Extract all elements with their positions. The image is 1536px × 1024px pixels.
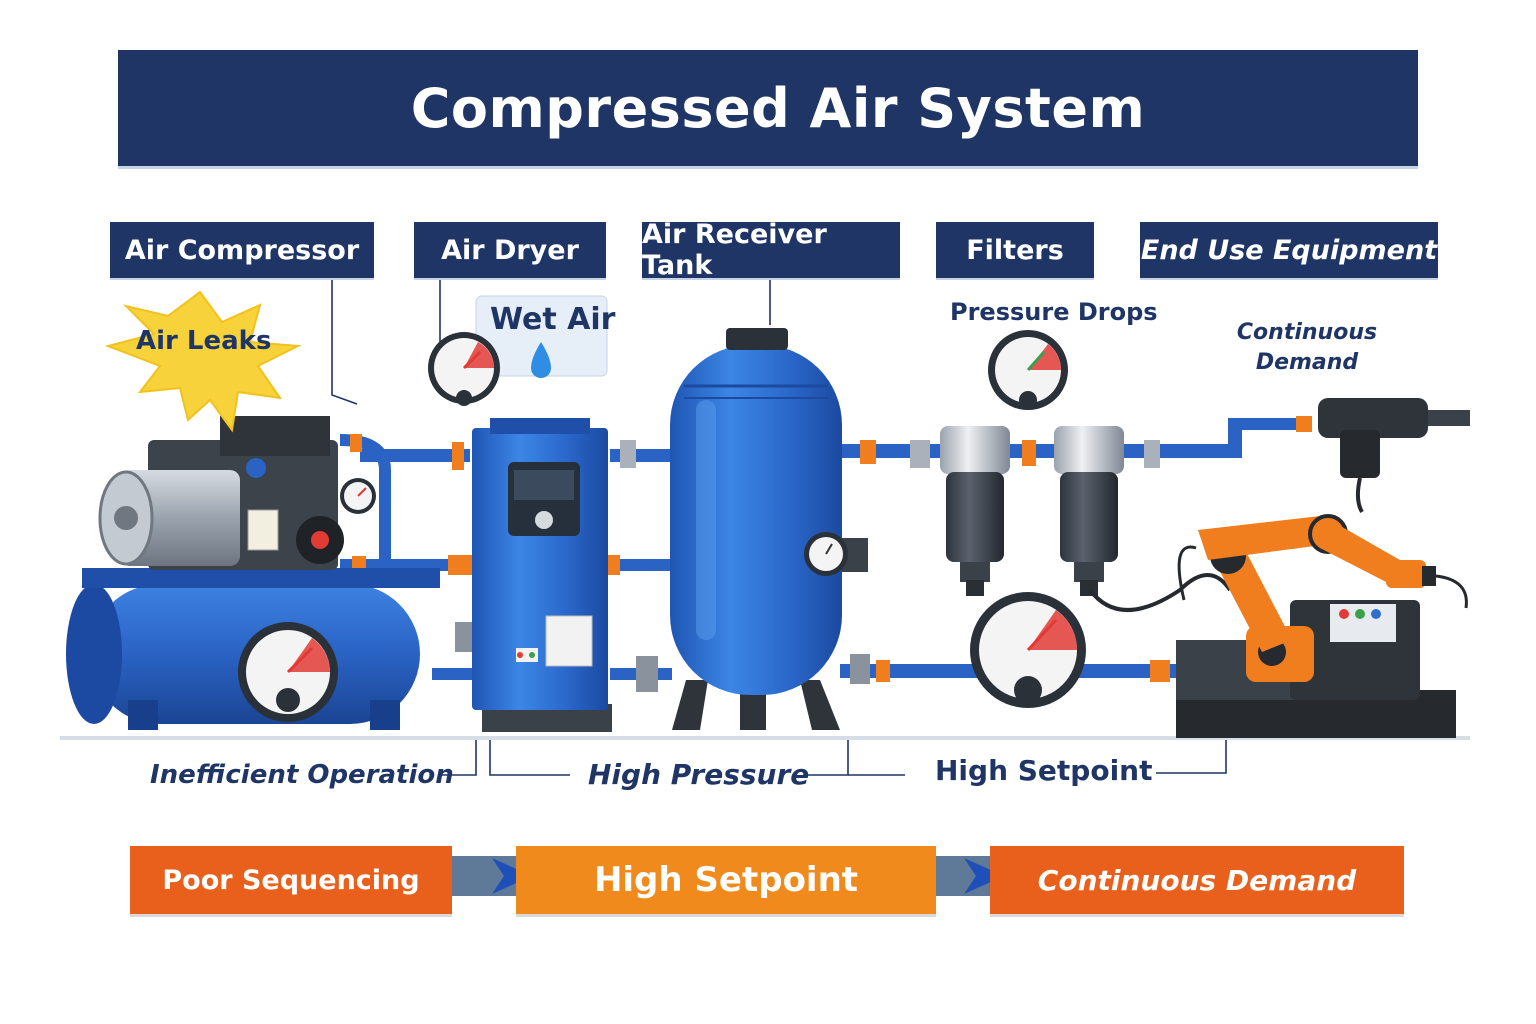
issue-pressure-drops-text: Pressure Drops <box>950 298 1158 326</box>
issue-continuous-demand-line2: Demand <box>1255 350 1359 375</box>
label-air-receiver-tank: Air Receiver Tank <box>642 219 900 281</box>
flow-box-poor-sequencing: Poor Sequencing <box>130 846 452 914</box>
issue-high-setpoint: High Setpoint <box>935 754 1153 787</box>
issue-pressure-drops: Pressure Drops <box>950 298 1158 326</box>
flow-box-continuous-demand-text: Continuous Demand <box>1037 863 1357 897</box>
leader-inefficient <box>440 738 477 776</box>
pressure-gauge-icon <box>970 592 1086 708</box>
issue-continuous-demand-line1: Continuous <box>1236 320 1378 345</box>
issue-wet-air: Wet Air <box>490 302 615 337</box>
label-end-use-equipment: End Use Equipment <box>1140 222 1438 278</box>
flow-box-poor-sequencing-text: Poor Sequencing <box>162 864 420 896</box>
flow-box-continuous-demand: Continuous Demand <box>990 846 1404 914</box>
issue-continuous-demand: Continuous Demand <box>1232 318 1382 378</box>
pressure-gauge-icon <box>804 532 848 576</box>
starburst-icon <box>104 290 302 433</box>
issue-inefficient-operation: Inefficient Operation <box>150 760 454 790</box>
filter-unit <box>1054 426 1124 596</box>
label-filters: Filters <box>936 222 1094 278</box>
air-receiver-tank-graphic <box>670 328 868 730</box>
arrow-right-icon <box>936 856 1004 896</box>
label-filters-text: Filters <box>966 234 1064 266</box>
issue-high-pressure: High Pressure <box>588 758 809 791</box>
title-text: Compressed Air System <box>410 76 1146 140</box>
label-air-compressor-text: Air Compressor <box>124 234 360 266</box>
end-use-equipment-graphic <box>1088 398 1470 738</box>
issue-wet-air-text: Wet Air <box>490 302 616 337</box>
leader-compressor <box>331 280 358 405</box>
issue-air-leaks: Air Leaks <box>136 326 271 356</box>
pressure-gauge-icon <box>238 622 338 722</box>
label-air-dryer-text: Air Dryer <box>441 234 579 266</box>
leader-highpressure-right <box>806 740 849 776</box>
flow-box-high-setpoint-text: High Setpoint <box>593 860 859 900</box>
water-drop-icon <box>531 342 551 378</box>
pressure-gauge-icon <box>428 332 500 406</box>
label-air-dryer: Air Dryer <box>414 222 606 278</box>
issue-high-setpoint-text: High Setpoint <box>935 754 1153 787</box>
filters-graphic <box>940 426 1124 596</box>
pressure-gauge-icon <box>988 330 1068 410</box>
issue-high-pressure-text: High Pressure <box>588 758 810 791</box>
pressure-gauge-icon <box>340 478 376 514</box>
flow-box-high-setpoint: High Setpoint <box>516 846 936 914</box>
label-air-receiver-tank-text: Air Receiver Tank <box>642 219 827 281</box>
issue-air-leaks-text: Air Leaks <box>136 326 272 356</box>
air-dryer-graphic <box>472 418 612 732</box>
leader-highsetpoint <box>1156 740 1227 774</box>
arrow-right-icon <box>452 856 532 896</box>
leader-highpressure-left <box>489 740 570 776</box>
label-end-use-equipment-text: End Use Equipment <box>1140 234 1438 266</box>
label-air-compressor: Air Compressor <box>110 222 374 278</box>
filter-unit <box>940 426 1010 596</box>
issue-inefficient-operation-text: Inefficient Operation <box>150 760 454 790</box>
diagram-title: Compressed Air System <box>118 50 1418 166</box>
